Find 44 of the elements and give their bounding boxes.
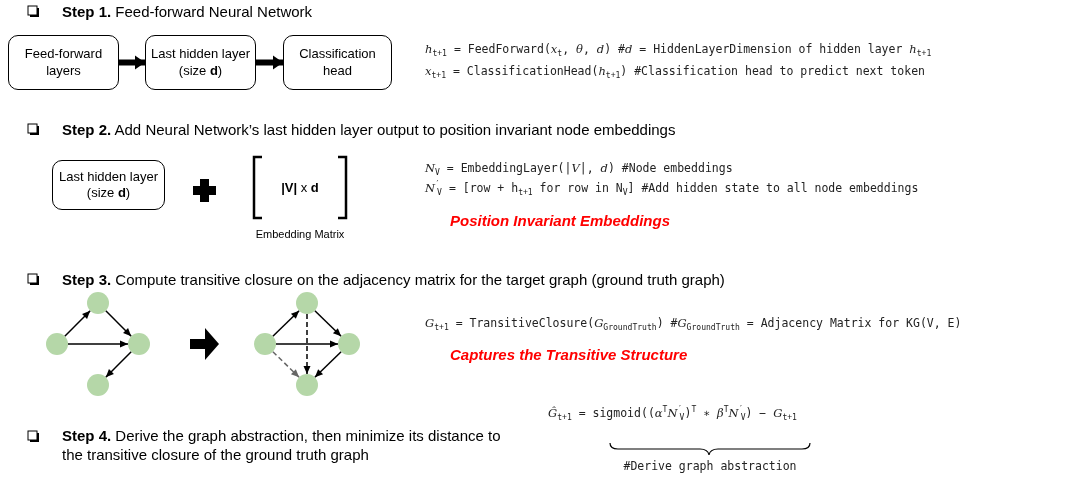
step-heading: Step 1. Feed-forward Neural Network (62, 3, 314, 22)
caption-text: Embedding Matrix (254, 228, 346, 240)
formula: x$_{t+1}$ = ClassificationHead(h$_{t+1}$) #Classification head to predict next token (425, 64, 926, 78)
graph-node (254, 333, 276, 355)
arrow (303, 313, 311, 375)
highlight-text: Position Invariant Embeddings (450, 212, 672, 229)
formula: h$_{t+1}$ = FeedForward(x$_{t}$, θ, d) #d = HiddenLayerDimension of hidden layer h$_{t+1}$ (425, 42, 933, 56)
arrow (272, 309, 300, 338)
step-heading: Step 3. Compute transitive closure on the adjacency matrix for the target graph (ground truth graph) (62, 271, 726, 290)
step-heading: Step 4. Derive the graph abstraction, then minimize its distance to the transitive closure of the ground truth graph (62, 427, 502, 465)
highlight-text: Captures the Transitive Structure (450, 346, 689, 363)
formula: G$_{t+1}$ = TransitiveClosure(G$_{GroundTruth}$) #G$_{GroundTruth}$ = Adjacency Matrix for KG(V, E) (425, 316, 963, 330)
arrow (272, 350, 300, 379)
graph-node (296, 374, 318, 396)
process-box (52, 160, 165, 210)
arrow (64, 310, 91, 337)
box-label: Feed-forward layers (23, 46, 104, 79)
matrix-size-label: |V| x d (281, 180, 319, 195)
matrix-bracket (252, 155, 348, 220)
box-label: Classification head (298, 46, 377, 79)
box-label: Last hidden layer (size d) (58, 168, 159, 202)
arrow (105, 310, 132, 337)
graph-node (87, 374, 109, 396)
process-box (145, 35, 256, 90)
formula: N$^{′}$$_{V}$ = [row + h$_{t+1}$ for row in N$_{V}$] #Add hidden state to all node embeddings (425, 181, 920, 195)
arrow (119, 55, 145, 70)
formula: N$_{V}$ = EmbeddingLayer(|V|, d) #Node embeddings (425, 161, 734, 175)
arrow (314, 350, 342, 379)
formula-note: #Derive graph abstraction (622, 459, 798, 473)
arrow (67, 340, 129, 348)
graph-node (338, 333, 360, 355)
graph-node (296, 292, 318, 314)
graph-node (46, 333, 68, 355)
process-box (8, 35, 119, 90)
graph-node (87, 292, 109, 314)
formula: Ĝ$_{t+1}$ = sigmoid((α$^{T}$N$^{′}$$_{V}$)$^{T}$ ∗ β$^{T}$N$^{′}$$_{V}$) − G$_{t+1}$ (548, 406, 798, 420)
arrow (275, 340, 339, 348)
step-heading: Step 2. Add Neural Network’s last hidden layer output to position invariant node embeddings (62, 121, 677, 140)
arrow (314, 309, 342, 338)
arrow (105, 351, 132, 378)
graph-node (128, 333, 150, 355)
arrow (256, 55, 283, 70)
process-box (283, 35, 392, 90)
box-label: Last hidden layer (size d) (150, 46, 251, 79)
